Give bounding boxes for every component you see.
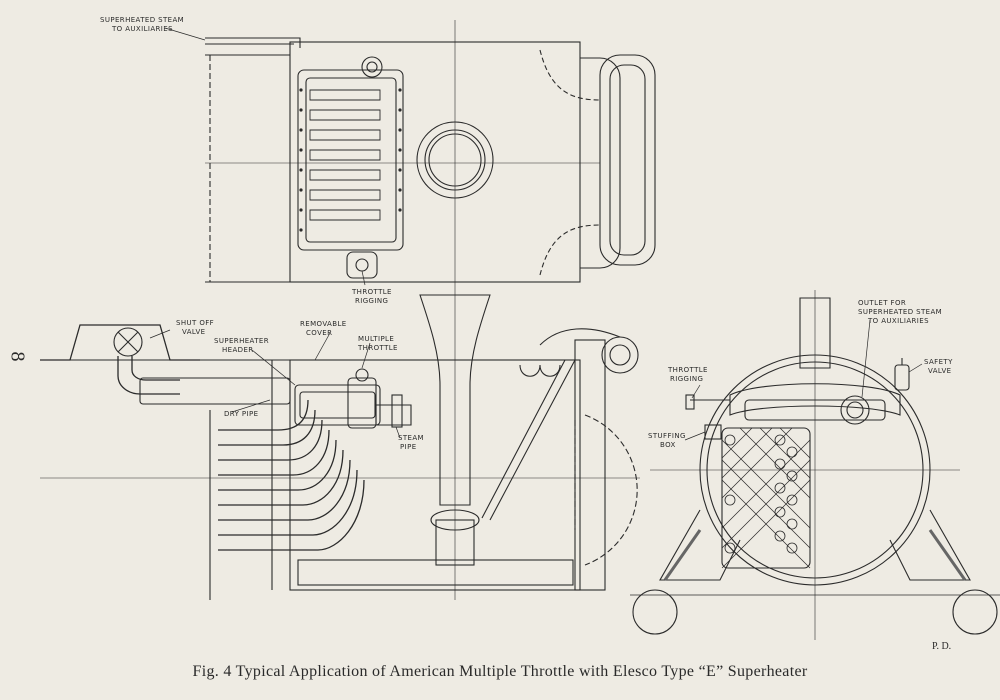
front-section-view [630, 290, 1000, 640]
label-safety-valve-2: VALVE [928, 367, 951, 375]
label-throttle-rigging-right-1: THROTTLE [667, 366, 708, 374]
label-safety-valve-1: SAFETY [924, 358, 953, 366]
label-stuffing-box-1: STUFFING [648, 432, 686, 440]
label-removable-cover-1: REMOVABLE [300, 320, 347, 328]
label-steam-pipe-2: PIPE [400, 443, 417, 451]
label-superheater-header-2: HEADER [222, 346, 254, 354]
label-outlet-3: TO AUXILIARIES [867, 317, 929, 325]
label-throttle-rigging-right-2: RIGGING [670, 375, 703, 383]
label-dry-pipe: DRY PIPE [224, 410, 258, 418]
callout-labels: SUPERHEATED STEAM TO AUXILIARIES THROTTL… [100, 16, 953, 451]
label-superheated-steam-2: TO AUXILIARIES [111, 25, 173, 33]
label-steam-pipe-1: STEAM [398, 434, 424, 442]
label-throttle-rigging-top-1: THROTTLE [351, 288, 392, 296]
label-multiple-throttle-1: MULTIPLE [358, 335, 394, 343]
label-removable-cover-2: COVER [306, 329, 332, 337]
label-shut-off-valve-2: VALVE [182, 328, 205, 336]
side-elevation [40, 290, 640, 600]
figure-caption: Fig. 4 Typical Application of American M… [192, 663, 808, 680]
page-number: 8 [6, 351, 29, 362]
label-shut-off-valve-1: SHUT OFF [176, 319, 214, 327]
label-superheated-steam-1: SUPERHEATED STEAM [100, 16, 184, 24]
plan-view [164, 20, 656, 290]
label-superheater-header-1: SUPERHEATER [214, 337, 269, 345]
draftsman-initials: P. D. [932, 641, 952, 652]
label-outlet-2: SUPERHEATED STEAM [858, 308, 942, 316]
label-multiple-throttle-2: THROTTLE [357, 344, 398, 352]
label-outlet-1: OUTLET FOR [858, 299, 906, 307]
label-stuffing-box-2: BOX [660, 441, 676, 449]
label-throttle-rigging-top-2: RIGGING [355, 297, 388, 305]
